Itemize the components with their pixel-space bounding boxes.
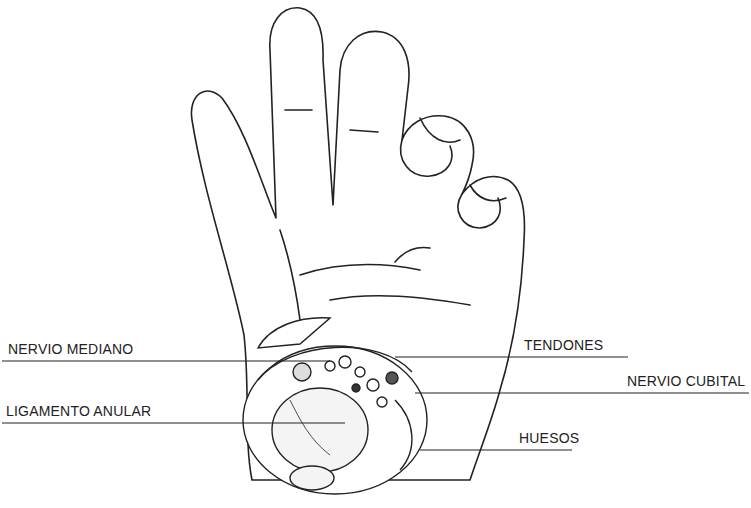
leader-lines (2, 357, 749, 450)
leader-line (2, 360, 330, 361)
part-label: HUESOS (519, 430, 579, 446)
part-label: NERVIO MEDIANO (8, 341, 133, 357)
leader-line (395, 356, 628, 357)
leader-line (2, 422, 345, 423)
wrist-section (243, 318, 427, 494)
part-label: LIGAMENTO ANULAR (6, 403, 151, 419)
part-label: TENDONES (524, 337, 603, 353)
hand-outline (191, 8, 524, 480)
leader-line (415, 392, 749, 393)
leader-line (420, 449, 572, 450)
part-label: NERVIO CUBITAL (627, 373, 745, 389)
